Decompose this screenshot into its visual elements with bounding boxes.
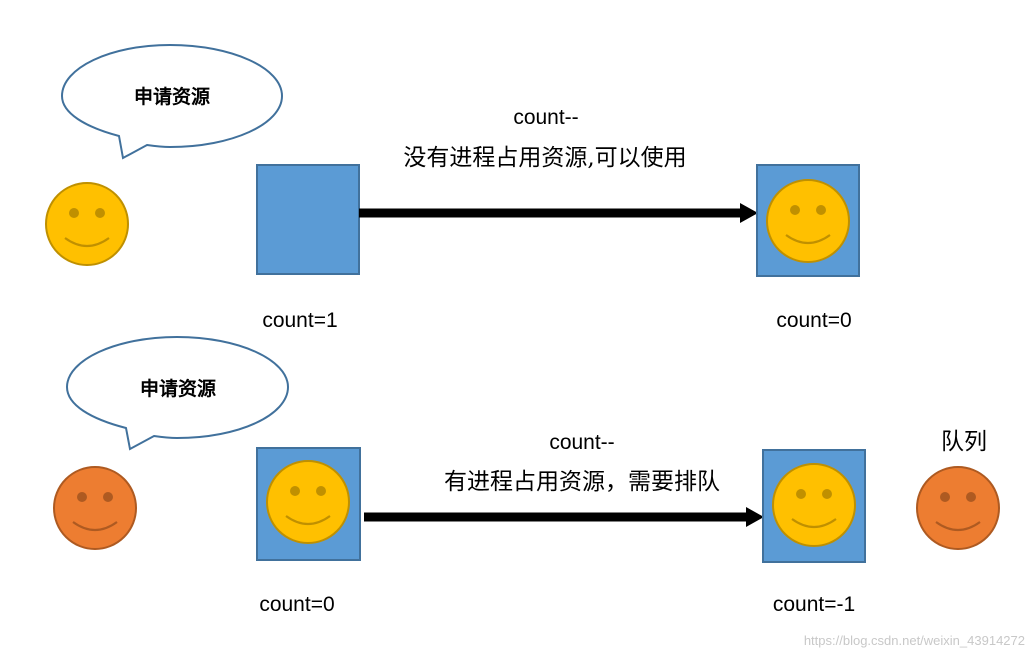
top-requesting-process-smiley-icon <box>44 181 130 267</box>
bottom-occupying-process-2-smiley-icon <box>771 462 857 548</box>
bottom-requesting-process-smiley-icon <box>52 465 138 551</box>
bottom-bubble-text: 申请资源 <box>140 377 216 400</box>
watermark: https://blog.csdn.net/weixin_43914272 <box>804 633 1025 648</box>
bottom-arrow-label: count-- <box>549 431 614 454</box>
queue-label: 队列 <box>941 429 987 455</box>
top-arrow-label: count-- <box>513 106 578 129</box>
top-right-count: count=0 <box>776 309 851 332</box>
bottom-speech-bubble: 申请资源 <box>65 335 290 451</box>
bottom-scenario: 申请资源 count-- 有进程占用资源，需要排队 队列 count=0 cou… <box>52 335 1001 616</box>
top-left-resource-box <box>256 164 360 275</box>
queued-process-smiley-icon <box>915 465 1001 551</box>
bottom-arrow-caption: 有进程占用资源，需要排队 <box>444 469 720 495</box>
top-left-count: count=1 <box>262 309 337 332</box>
top-speech-bubble: 申请资源 <box>60 43 284 160</box>
top-scenario: 申请资源 count-- 没有进程占用资源,可以使用 count=1 count… <box>44 43 860 332</box>
bottom-arrow <box>364 507 764 527</box>
top-arrow <box>359 203 758 223</box>
bottom-left-count: count=0 <box>259 593 334 616</box>
top-arrow-caption: 没有进程占用资源,可以使用 <box>403 145 686 171</box>
top-occupying-process-smiley-icon <box>765 178 851 264</box>
bottom-occupying-process-smiley-icon <box>265 459 351 545</box>
bottom-right-count: count=-1 <box>773 593 855 616</box>
top-bubble-text: 申请资源 <box>134 85 210 108</box>
